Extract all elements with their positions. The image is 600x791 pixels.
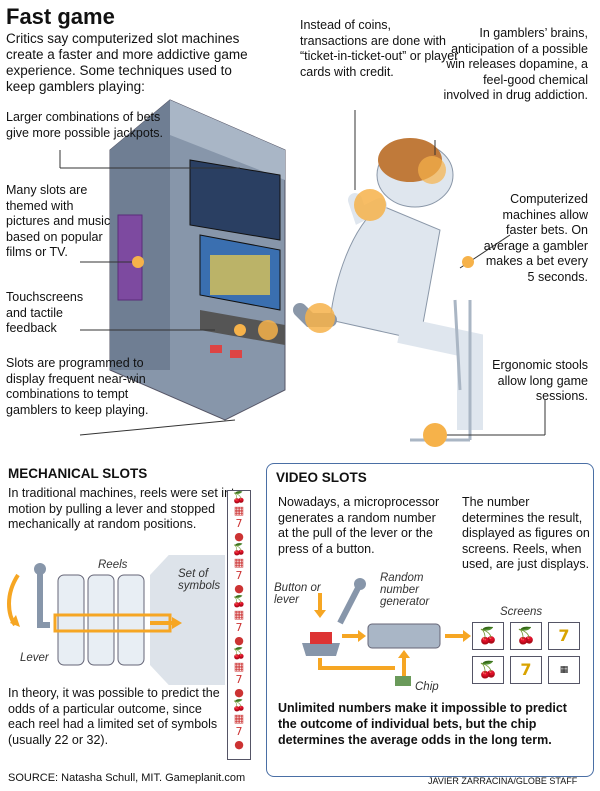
video-text-1: Nowadays, a microprocessor generates a r… bbox=[278, 495, 440, 556]
source: SOURCE: Natasha Schull, MIT. Gameplanit.… bbox=[8, 772, 246, 784]
intro-text: Critics say computerized slot machines c… bbox=[6, 31, 248, 94]
illustration bbox=[59, 99, 546, 447]
callout-faster: Computerized machines allow faster bets.… bbox=[483, 192, 588, 284]
callout-coins: Instead of coins, transactions are done … bbox=[300, 18, 459, 79]
callout-stools: Ergonomic stools allow long game session… bbox=[492, 358, 588, 403]
credit: JAVIER ZARRACINA/GLOBE STAFF bbox=[428, 776, 578, 786]
video-heading: VIDEO SLOTS bbox=[276, 470, 367, 485]
chip-label: Chip bbox=[415, 681, 439, 693]
mechanical-theory: In theory, it was possible to predict th… bbox=[8, 686, 220, 747]
callout-touch: Touchscreens and tactile feedback bbox=[6, 290, 84, 335]
symbol-strip: 🍒▦7●🍒▦7●🍒▦7●🍒▦7●🍒▦7● bbox=[227, 490, 251, 760]
video-slots-panel bbox=[266, 463, 594, 777]
callout-themes: Many slots are themed with pictures and … bbox=[6, 183, 111, 259]
mechanical-text: In traditional machines, reels were set … bbox=[8, 486, 242, 531]
lever-label: Lever bbox=[20, 652, 49, 664]
video-bottom-text: Unlimited numbers make it impossible to … bbox=[278, 701, 567, 747]
mechanical-heading: MECHANICAL SLOTS bbox=[8, 466, 148, 481]
button-label: Button or lever bbox=[274, 582, 321, 606]
screens-label: Screens bbox=[500, 606, 543, 618]
reels-label: Reels bbox=[98, 559, 128, 571]
video-text-2: The number determines the result, displa… bbox=[462, 495, 590, 571]
gambler bbox=[293, 138, 483, 442]
callout-brain: In gamblers’ brains, anticipation of a p… bbox=[443, 26, 588, 102]
video-diagram bbox=[302, 578, 471, 686]
symbols-label: Set of symbols bbox=[178, 568, 221, 592]
callout-combos: Larger combinations of bets give more po… bbox=[6, 110, 164, 140]
mechanical-diagram bbox=[7, 555, 225, 685]
rng-label: Random number generator bbox=[380, 572, 430, 608]
page-title: Fast game bbox=[6, 4, 115, 29]
screens-grid: 🍒 🍒 7 🍒 7 ▦ bbox=[472, 622, 582, 684]
callout-nearwin: Slots are programmed to display frequent… bbox=[6, 356, 149, 417]
